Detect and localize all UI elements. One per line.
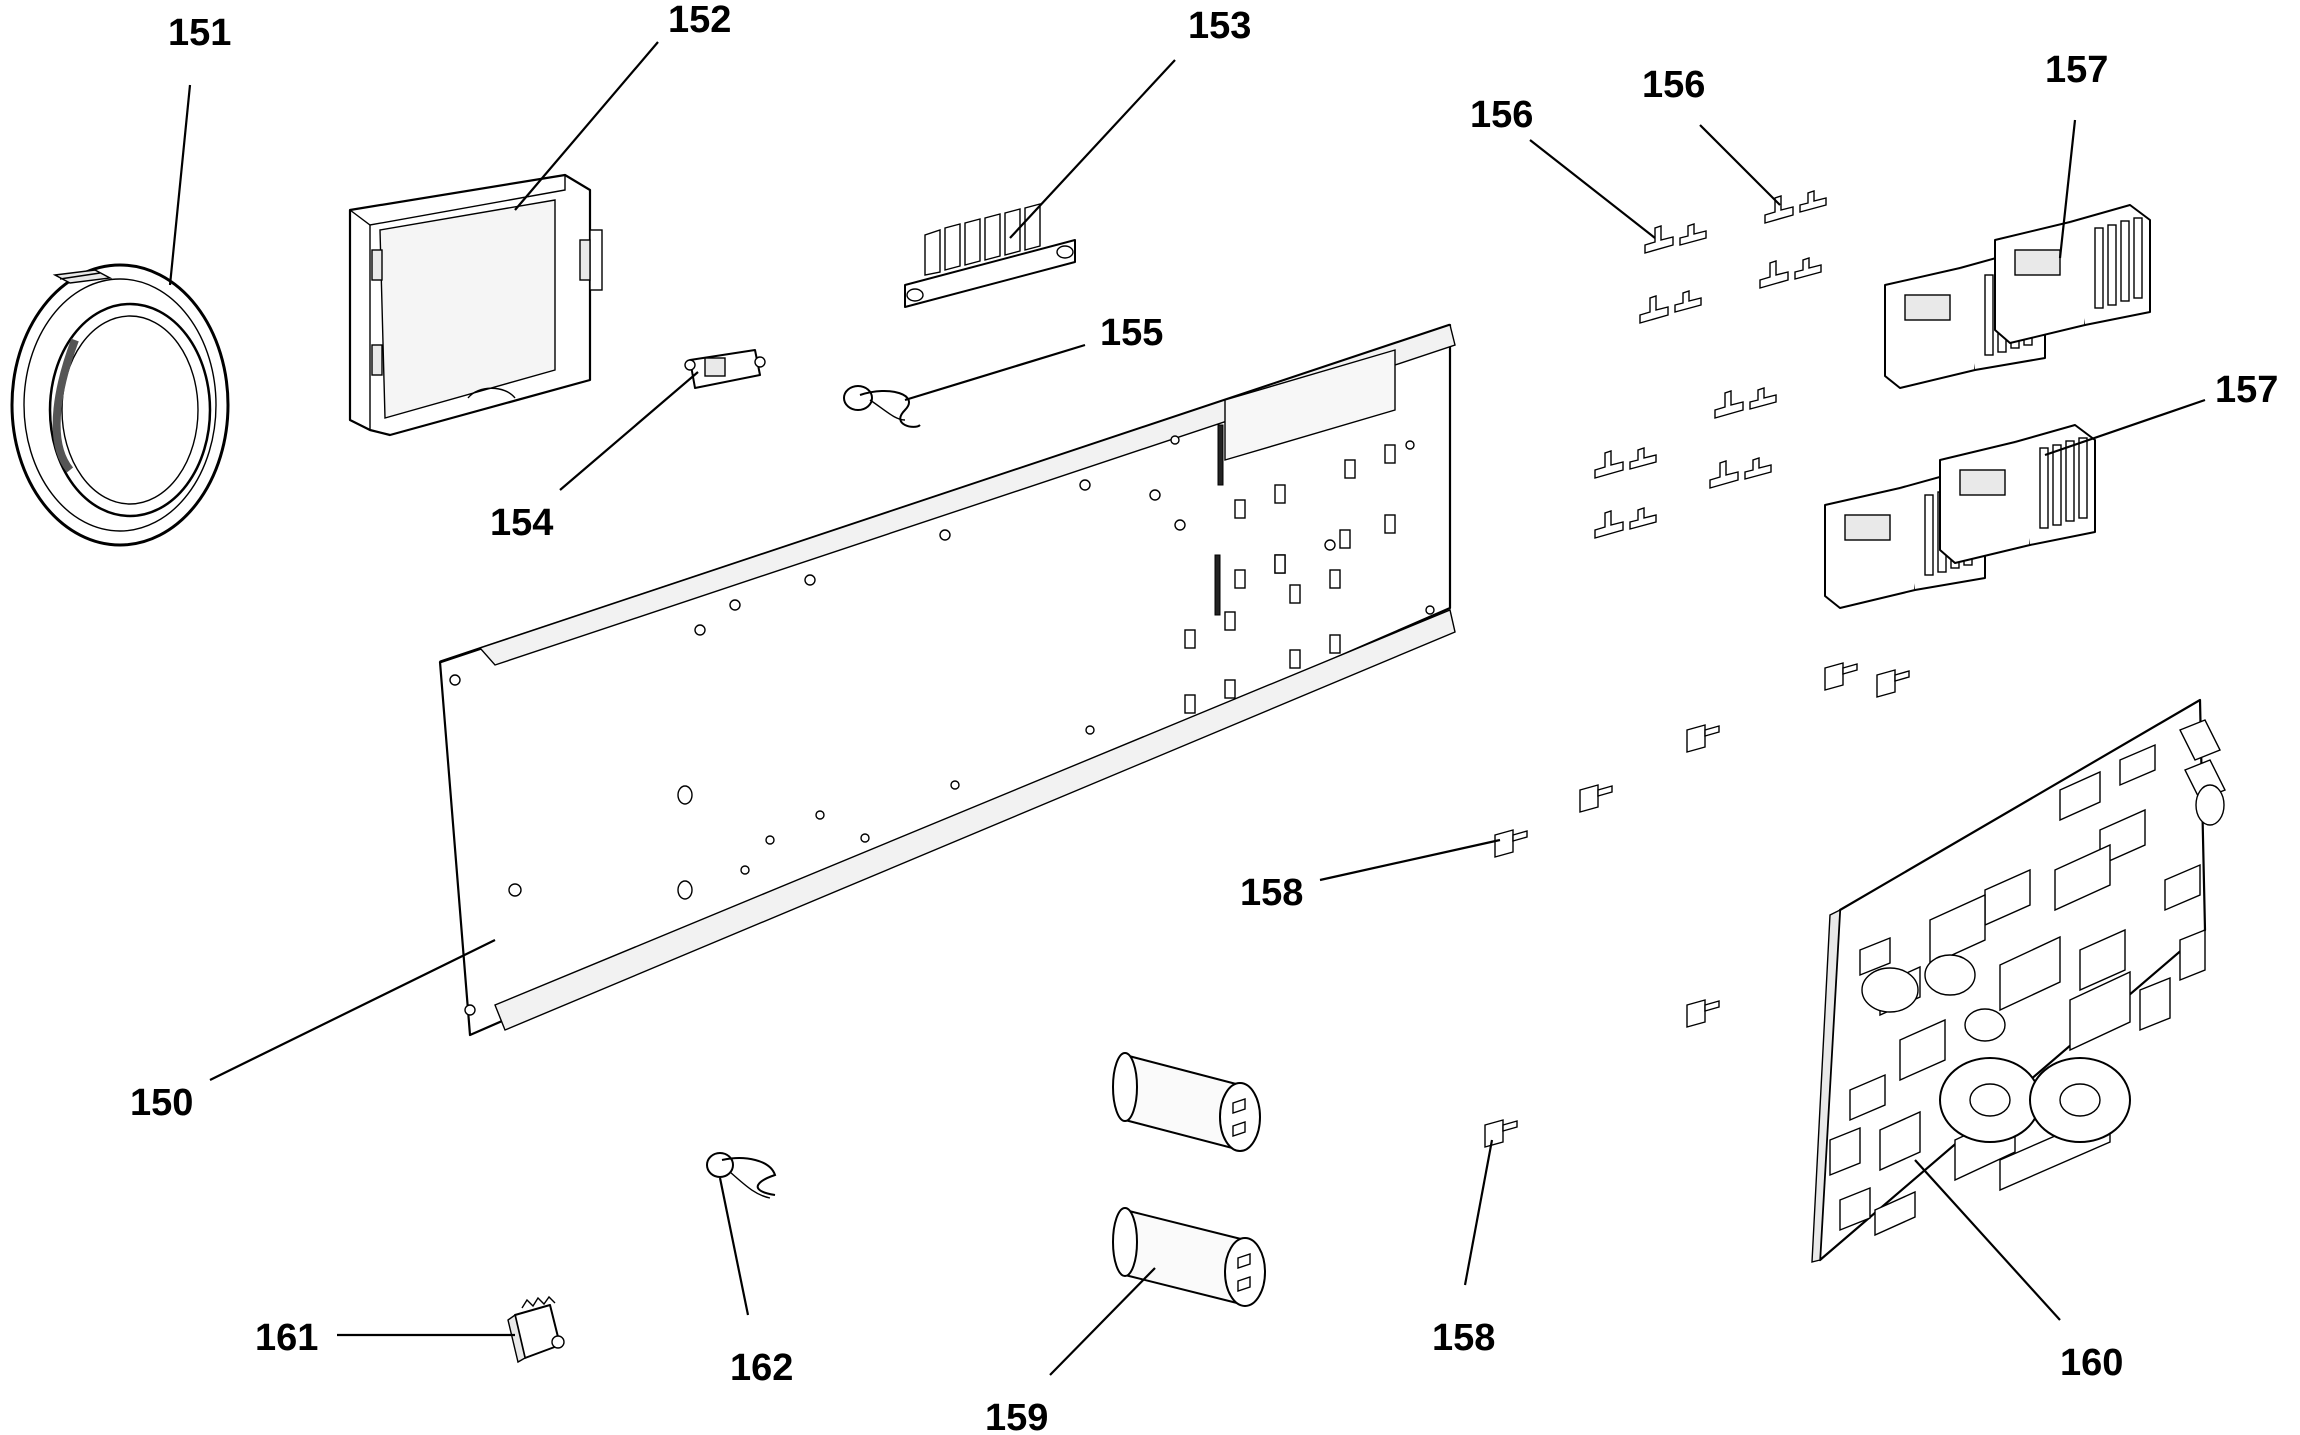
callout-153: 153 [1188,5,1251,47]
leader-160 [1914,1159,2061,1321]
part-152-cover-box [348,173,603,437]
leader-158a [1319,838,1501,882]
leader-150 [209,939,496,1081]
callout-152: 152 [668,0,731,41]
leader-lines [168,41,2206,1376]
part-155-cable-clip [843,385,921,428]
callout-154: 154 [490,502,553,544]
callout-161: 161 [255,1317,318,1359]
callout-155: 155 [1100,312,1163,354]
callout-158b: 158 [1432,1317,1495,1359]
leader-156b [1699,124,1781,206]
part-157-relay-lower-right [1939,424,2096,564]
callout-151: 151 [168,12,231,54]
part-150-mounting-plate [438,323,1456,1037]
leader-162 [718,1177,750,1316]
callout-162: 162 [730,1347,793,1389]
callout-160: 160 [2060,1342,2123,1384]
leader-151 [168,84,192,286]
part-156-terminal-connectors [1594,190,1827,539]
callout-150: 150 [130,1082,193,1124]
callout-labels: 150 151 152 153 154 155 156 156 157 157 … [130,0,2278,1435]
part-162-wire-clip [706,1152,777,1199]
leader-154 [559,371,699,491]
callout-156b: 156 [1642,64,1705,106]
part-154-connector-clip [684,349,766,389]
part-159-capacitor-upper [1112,1052,1261,1152]
callout-159: 159 [985,1397,1048,1435]
part-159-capacitor-lower [1112,1207,1266,1307]
callout-156a: 156 [1470,94,1533,136]
callout-158a: 158 [1240,872,1303,914]
leader-157b [2044,398,2206,457]
part-153-terminal-strip [904,203,1076,308]
leader-159 [1049,1267,1156,1376]
callout-157b: 157 [2215,369,2278,411]
part-157-relay-upper-right [1994,204,2151,344]
part-160-control-board [1811,698,2226,1263]
part-158-standoffs [1484,662,1910,1148]
part-161-terminal-block [507,1295,565,1364]
leader-158b [1463,1139,1494,1286]
leader-156a [1529,139,1656,239]
leader-153 [1009,59,1176,239]
leader-157a [2058,119,2077,259]
part-151-coiled-cable [10,263,230,547]
callout-157a: 157 [2045,49,2108,91]
leader-152 [514,41,659,211]
leader-155 [904,343,1086,402]
